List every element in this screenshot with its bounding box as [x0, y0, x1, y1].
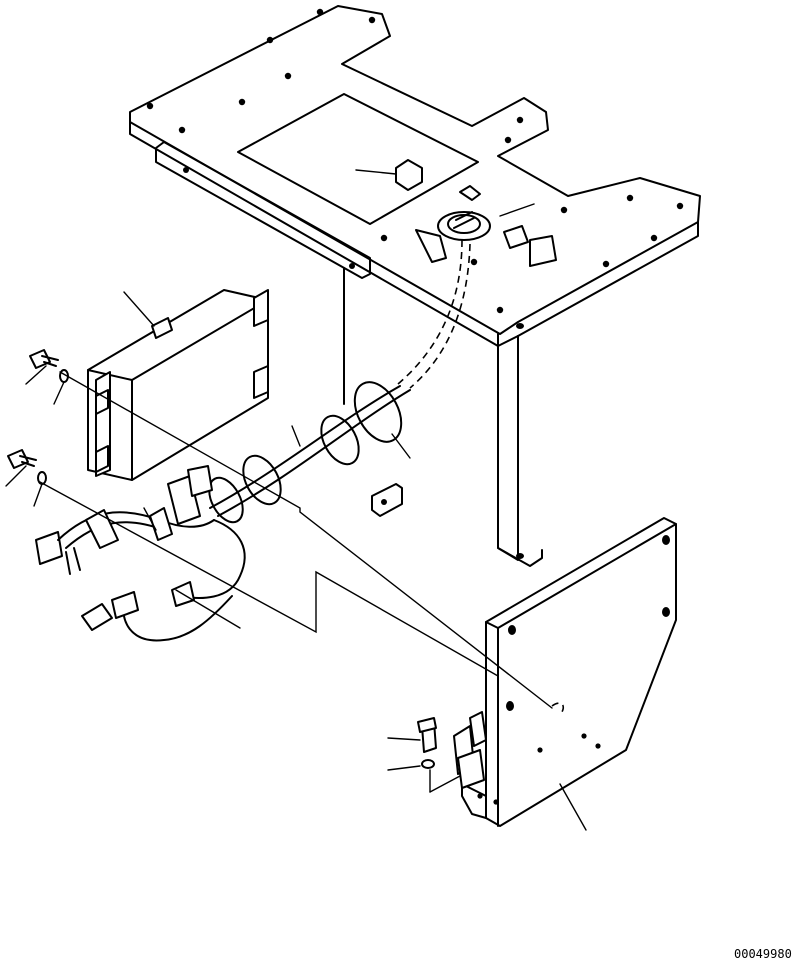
bolts-right — [417, 717, 437, 769]
harness-connectors — [35, 465, 246, 642]
plate-holes — [146, 8, 684, 314]
support-pillar — [343, 267, 543, 567]
drawing-code: 00049980 — [734, 947, 792, 961]
side-cover-panel — [453, 517, 677, 827]
wire-harness-route — [208, 239, 471, 524]
controller-box — [87, 289, 269, 481]
assembly-lines — [39, 371, 553, 793]
bolts-left — [7, 349, 69, 485]
relay-and-grommet — [395, 159, 557, 267]
leader-lines — [5, 169, 587, 831]
